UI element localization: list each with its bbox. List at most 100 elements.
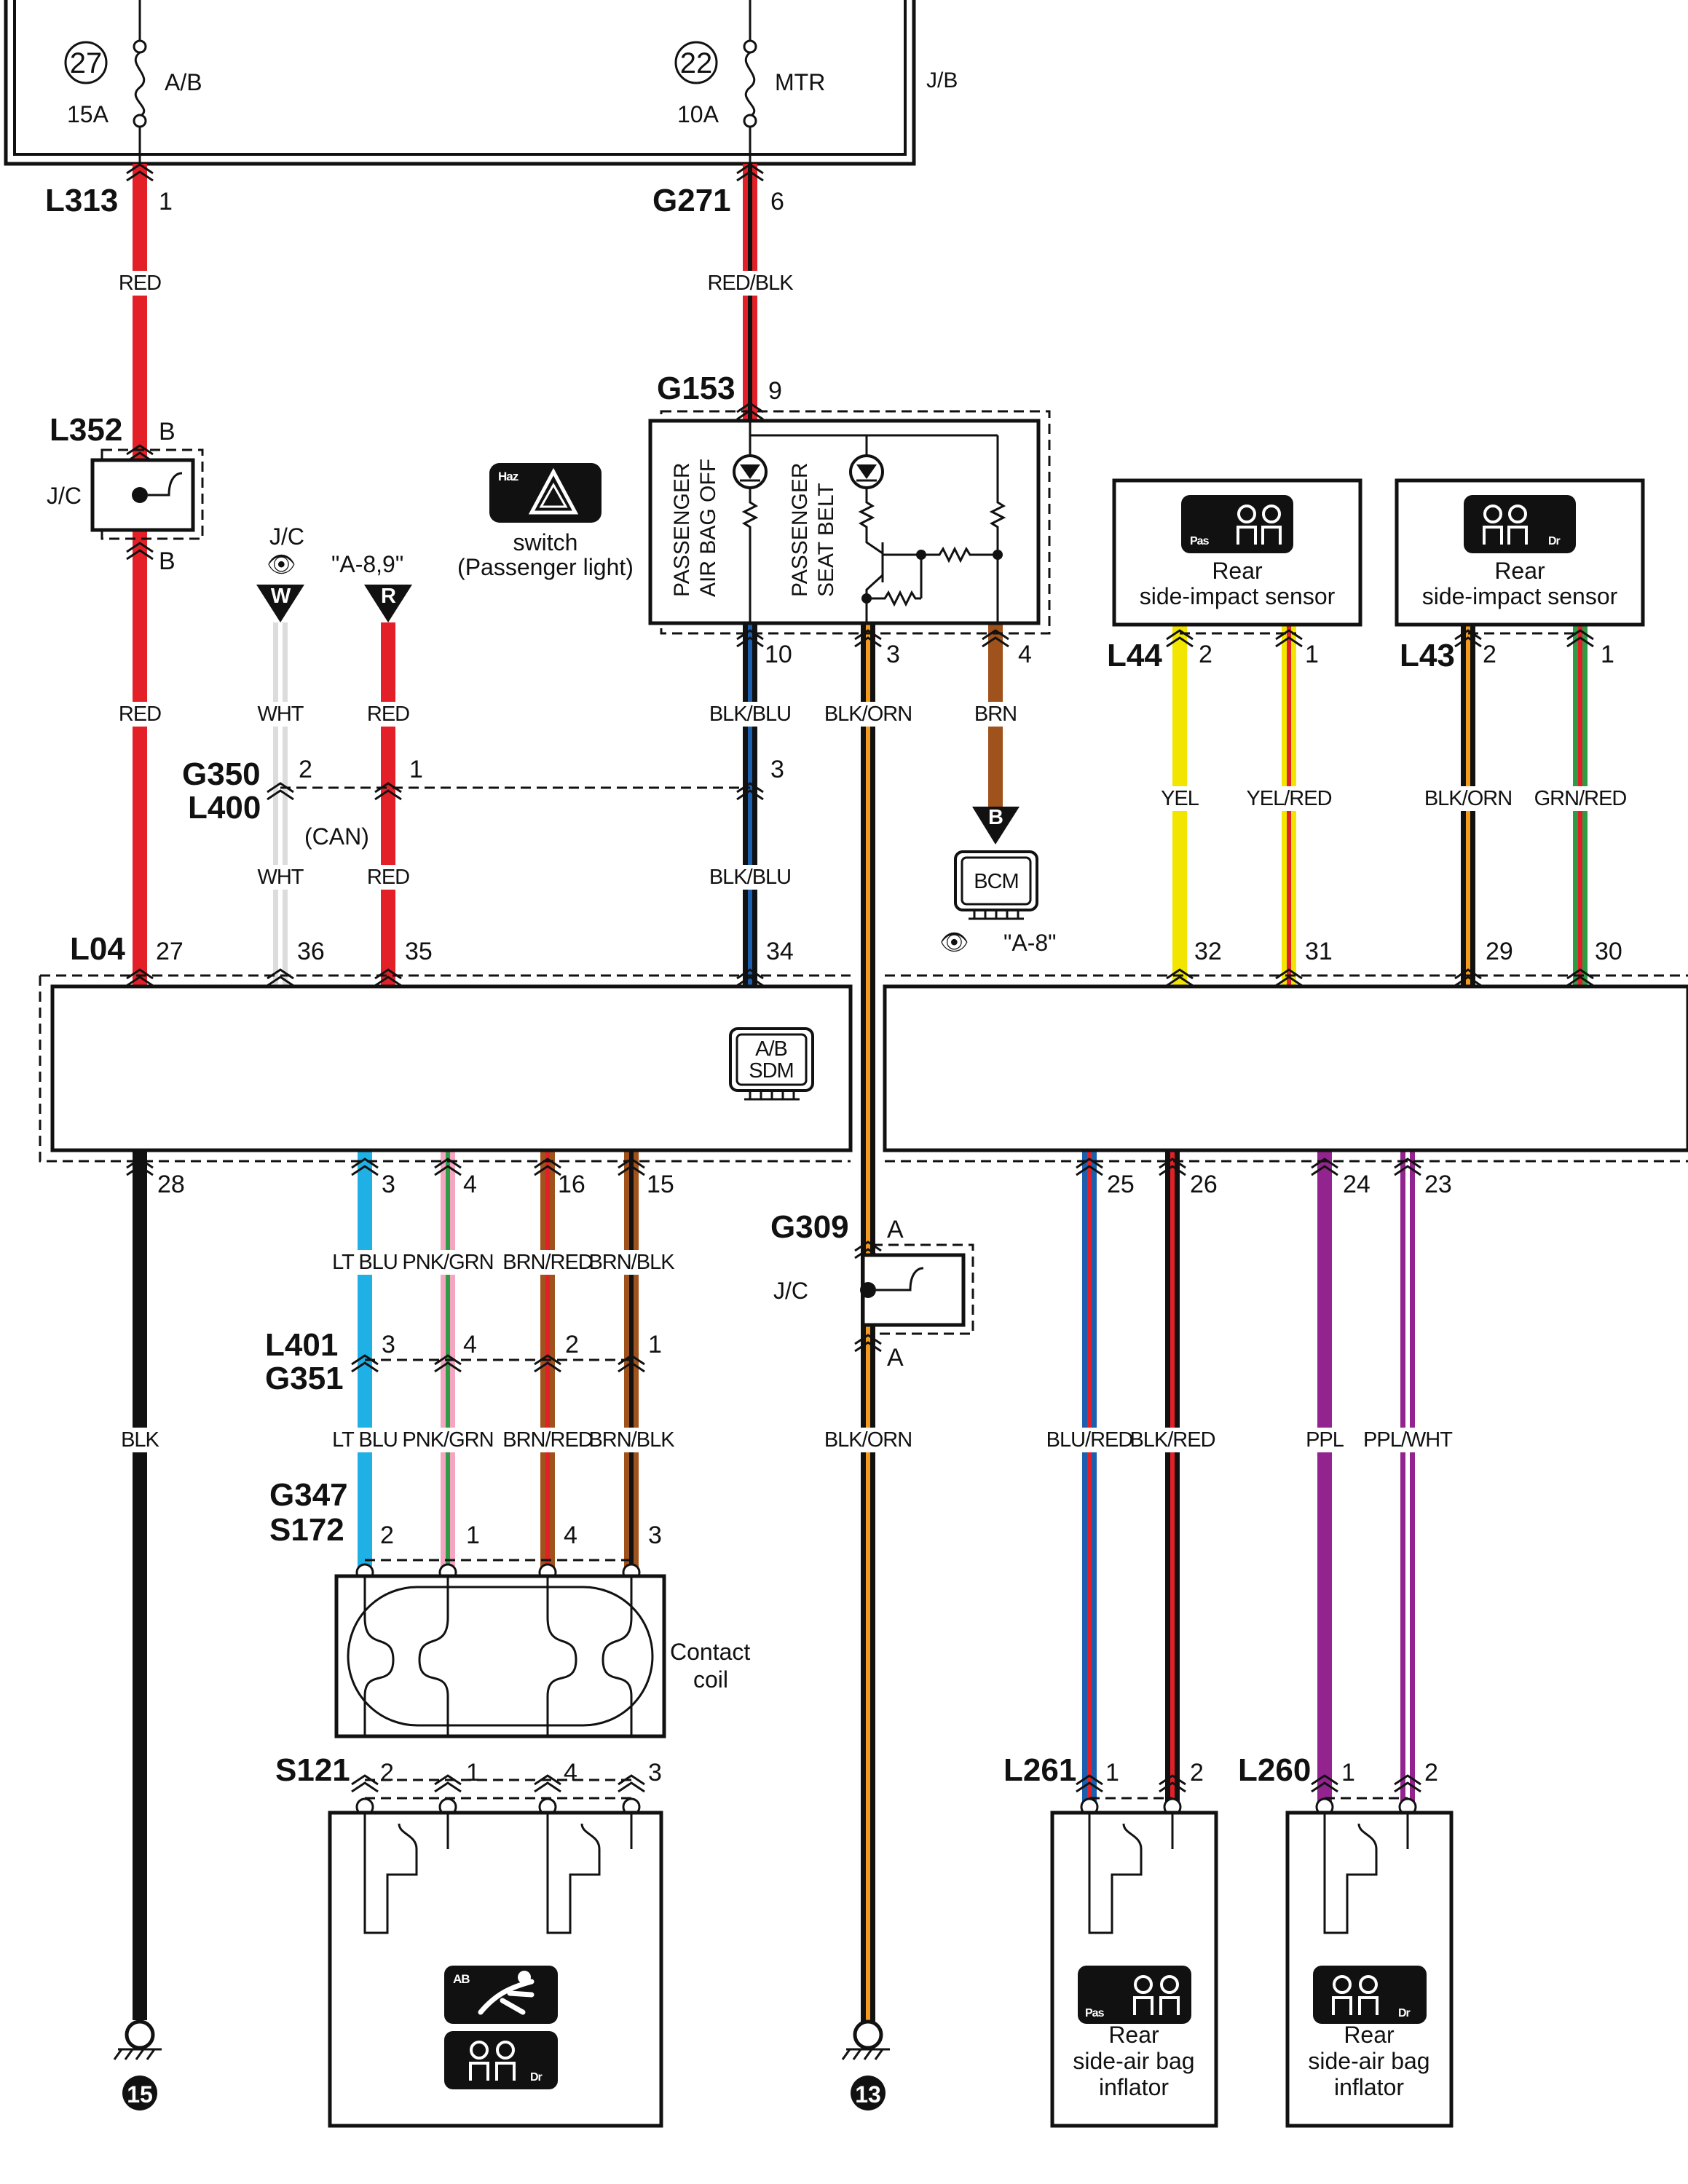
fuse-22-name: MTR bbox=[775, 69, 825, 95]
pin-l43-1: 1 bbox=[1601, 641, 1614, 668]
wire-label-wht-8: WHT bbox=[257, 866, 304, 889]
conn-s121: S121 bbox=[275, 1752, 350, 1788]
wire-label-red-4: RED bbox=[367, 703, 409, 726]
pin-l04-28: 28 bbox=[157, 1171, 185, 1198]
conn-g350: G350 bbox=[182, 756, 261, 792]
connector-mark bbox=[1566, 629, 1594, 648]
pin-l04-23: 23 bbox=[1424, 1171, 1452, 1198]
pin-l04-24: 24 bbox=[1343, 1171, 1370, 1198]
wire-label-bg bbox=[1295, 1428, 1354, 1452]
pin-l260-2: 2 bbox=[1424, 1759, 1438, 1787]
fuse-27: 27 15A A/B bbox=[64, 0, 202, 164]
wire-label-bg bbox=[1260, 786, 1318, 811]
pin-l313-1: 1 bbox=[159, 188, 173, 215]
pin-l401-1: 1 bbox=[648, 1331, 662, 1358]
connector-mark bbox=[1076, 1158, 1103, 1176]
pin-l44-2: 2 bbox=[1199, 641, 1212, 668]
fuse-27-name: A/B bbox=[165, 69, 202, 95]
inflator-dr-tag: Dr bbox=[1398, 2007, 1411, 2019]
wire-label-bg bbox=[359, 865, 417, 890]
sensor-dr-label-2: side-impact sensor bbox=[1422, 583, 1618, 609]
wire-label-pnk-grn-21: PNK/GRN bbox=[402, 1428, 493, 1452]
contact-coil: Contact coil bbox=[334, 1574, 750, 1738]
pin-l04-25: 25 bbox=[1107, 1171, 1135, 1198]
wire-label-blu-red-25: BLU/RED bbox=[1046, 1428, 1133, 1452]
wire-label-lt-blu-20: LT BLU bbox=[332, 1428, 398, 1452]
wire-label-blk-orn-6: BLK/ORN bbox=[824, 703, 912, 726]
wire-label-bg bbox=[1143, 1428, 1202, 1452]
jc-g309-label: J/C bbox=[773, 1278, 808, 1304]
fuse-22: 22 10A MTR bbox=[674, 0, 825, 164]
fuse-27-rating: 15A bbox=[67, 101, 109, 127]
connector-mark bbox=[736, 163, 764, 182]
pin-l04-31: 31 bbox=[1305, 938, 1333, 965]
jc-l352: J/C bbox=[47, 448, 204, 540]
connector-mark bbox=[618, 1354, 645, 1373]
sensor-dr-label-1: Rear bbox=[1494, 558, 1545, 584]
driver-dr-tag: Dr bbox=[530, 2071, 543, 2084]
pin-l43-2: 2 bbox=[1483, 641, 1496, 668]
connector-mark bbox=[1275, 968, 1303, 987]
wire-label-brn-7: BRN bbox=[974, 703, 1017, 726]
wire-label-red-blk-1: RED/BLK bbox=[707, 272, 794, 295]
inflator-pas-label-1: Rear bbox=[1108, 2022, 1159, 2048]
connector-mark bbox=[1166, 629, 1194, 648]
wire-label-yel-red-12: YEL/RED bbox=[1246, 787, 1331, 810]
inflator-dr: Dr Rear side-air bag inflator bbox=[1285, 1811, 1454, 2128]
pin-g153-10: 10 bbox=[765, 641, 792, 668]
wire-label-bg bbox=[602, 1250, 660, 1275]
sdm-label-2: SDM bbox=[749, 1059, 793, 1083]
pin-g153-4: 4 bbox=[1018, 641, 1032, 668]
connector-mark bbox=[534, 1774, 561, 1793]
bcm-label: BCM bbox=[974, 870, 1018, 893]
switch-label-1: switch bbox=[513, 529, 578, 555]
ground-15: 15 bbox=[113, 2019, 162, 2110]
connector-mark bbox=[1311, 1158, 1338, 1176]
pin-l04-35: 35 bbox=[405, 938, 433, 965]
conn-g271: G271 bbox=[652, 183, 731, 218]
wire-label-bg bbox=[518, 1250, 577, 1275]
pin-l04-32: 32 bbox=[1194, 938, 1222, 965]
wire-label-ppl-27: PPL bbox=[1306, 1428, 1344, 1452]
inflator-dr-label-2: side-air bag bbox=[1308, 2048, 1429, 2074]
wire-label-grn-red-14: GRN/RED bbox=[1534, 787, 1627, 810]
pin-s172-4: 4 bbox=[564, 1522, 577, 1549]
pin-l04-16: 16 bbox=[558, 1171, 585, 1198]
sdm-module: A/B SDM bbox=[39, 974, 1688, 1163]
passenger-indicator: PASSENGER AIR BAG OFF PASSENGER SEAT BEL… bbox=[648, 410, 1051, 635]
connector-mark bbox=[982, 629, 1009, 648]
connector-mark bbox=[1275, 629, 1303, 648]
ground-15-number: 15 bbox=[127, 2081, 153, 2108]
pin-l04-3: 3 bbox=[382, 1171, 395, 1198]
wire-label-blk-blu-5: BLK/BLU bbox=[709, 703, 791, 726]
connector-mark bbox=[434, 1354, 462, 1373]
wire-label-bg bbox=[1151, 786, 1209, 811]
pin-s172-1: 1 bbox=[466, 1522, 480, 1549]
pin-l04-30: 30 bbox=[1595, 938, 1622, 965]
sensor-pas-label-2: side-impact sensor bbox=[1140, 583, 1336, 609]
pin-s121-2: 2 bbox=[380, 1759, 394, 1787]
pin-l44-1: 1 bbox=[1305, 641, 1319, 668]
pin-l352-b-top: B bbox=[159, 418, 175, 446]
connector-mark bbox=[1454, 968, 1482, 987]
conn-g153: G153 bbox=[657, 371, 735, 406]
conn-l401: L401 bbox=[265, 1327, 338, 1363]
wire-label-red-0: RED bbox=[119, 272, 161, 295]
wire-label-brn-blk-18: BRN/BLK bbox=[588, 1251, 675, 1274]
conn-l352: L352 bbox=[50, 412, 122, 448]
connector-mark bbox=[1394, 1158, 1421, 1176]
connector-mark bbox=[126, 1158, 154, 1176]
pin-s172-3: 3 bbox=[648, 1522, 662, 1549]
contact-coil-label-1: Contact bbox=[670, 1639, 750, 1665]
eye-icon-2: 👁 bbox=[267, 551, 296, 577]
ab-tag: AB bbox=[453, 1972, 470, 1986]
pin-g153-9: 9 bbox=[768, 377, 782, 405]
can-ref: "A-8,9" bbox=[331, 551, 403, 577]
sdm-label-1: A/B bbox=[755, 1037, 787, 1061]
conn-l04: L04 bbox=[70, 931, 125, 967]
pass-airbag-label-1: PASSENGER bbox=[670, 463, 694, 598]
inflator-pas-label-2: side-air bag bbox=[1073, 2048, 1194, 2074]
pass-belt-label-1: PASSENGER bbox=[788, 463, 812, 598]
pin-s172-2: 2 bbox=[380, 1522, 394, 1549]
pin-g350-1: 1 bbox=[409, 756, 423, 783]
